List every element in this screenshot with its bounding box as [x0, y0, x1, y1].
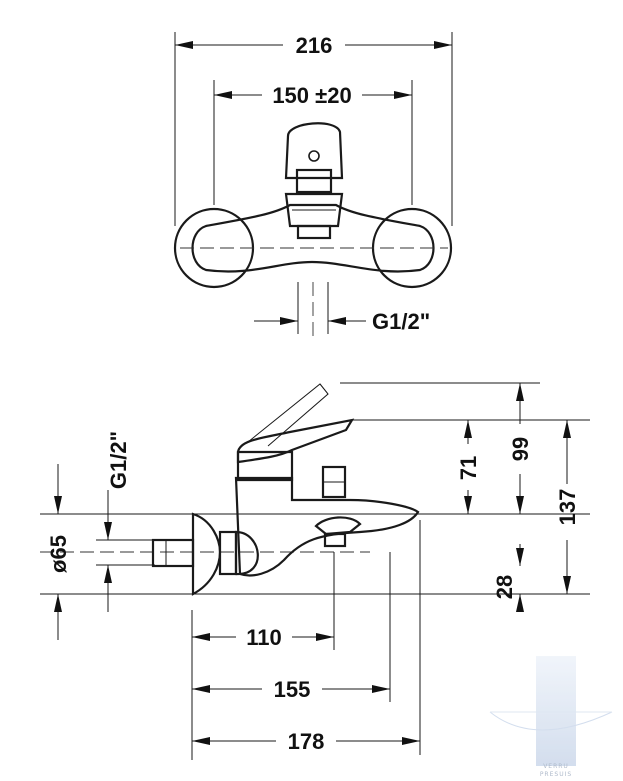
dim-projection-110-label: 110: [246, 625, 282, 650]
dim-outlet-thread: G1/2": [254, 282, 430, 340]
dim-spout-drop: 28: [492, 544, 524, 612]
top-view: 216 150 ±20: [173, 32, 453, 340]
mixer-body-side: [151, 383, 420, 596]
dim-lever-top-height-label: 99: [508, 437, 533, 461]
dim-projection-155-label: 155: [274, 677, 311, 702]
dim-projection-178: 178: [192, 729, 420, 754]
dim-center-distance-label: 150 ±20: [272, 83, 351, 108]
dim-outlet-thread-label: G1/2": [372, 309, 430, 334]
dim-lever-height-label: 71: [456, 456, 481, 480]
mixer-body-top: [173, 122, 453, 289]
dim-total-height-label: 137: [555, 489, 580, 526]
side-view: G1/2" ø65 71 99: [40, 382, 590, 760]
dim-rosette-diameter-label: ø65: [46, 535, 71, 573]
dim-total-height: 137: [555, 420, 580, 594]
dim-inlet-thread-label: G1/2": [106, 431, 131, 489]
dim-overall-width: 216: [175, 33, 452, 58]
dim-center-distance: 150 ±20: [214, 83, 412, 108]
watermark-logo: VERRU PRESUIS: [489, 656, 613, 778]
dim-spout-drop-label: 28: [492, 575, 517, 599]
dim-overall-width-label: 216: [296, 33, 333, 58]
watermark-line2: PRESUIS: [540, 771, 572, 778]
dim-lever-height: 71: [456, 420, 481, 514]
dim-lever-top-height: 99: [508, 383, 533, 514]
dim-projection-155: 155: [192, 677, 390, 702]
dim-rosette-diameter: ø65: [46, 464, 71, 640]
dim-inlet-thread: G1/2": [104, 431, 131, 612]
watermark-line1: VERRU: [543, 763, 569, 770]
dim-projection-178-label: 178: [288, 729, 325, 754]
dim-projection-110: 110: [192, 625, 334, 650]
